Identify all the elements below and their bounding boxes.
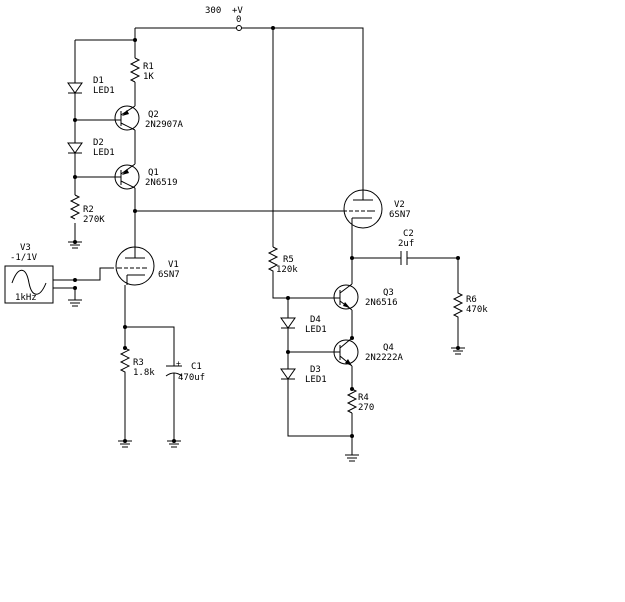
r1-ref: R1	[143, 62, 154, 72]
r1-value: 1K	[143, 72, 154, 82]
v2-ref: V2	[394, 200, 405, 210]
resistor-r2: R2 270K	[69, 194, 105, 225]
wires	[53, 27, 459, 455]
led-d4: D4 LED1	[280, 315, 327, 335]
resistor-r1: R1 1K	[129, 57, 154, 83]
c1-ref: C1	[191, 362, 202, 372]
d3-value: LED1	[305, 375, 327, 385]
ground-symbols	[68, 241, 465, 462]
source-v3: V3 -1/1V 1kHz	[4, 243, 54, 304]
d1-ref: D1	[93, 76, 104, 86]
transistor-q2: Q2 2N2907A	[114, 105, 184, 131]
d4-value: LED1	[305, 325, 327, 335]
d1-value: LED1	[93, 86, 115, 96]
transistor-q4: Q4 2N2222A	[330, 337, 404, 367]
d2-ref: D2	[93, 138, 104, 148]
q1-value: 2N6519	[145, 178, 178, 188]
transistor-q3: Q3 2N6516	[333, 283, 398, 311]
q2-ref: Q2	[148, 110, 159, 120]
q3-ref: Q3	[383, 288, 394, 298]
tube-v1: V1 6SN7	[115, 246, 180, 286]
c1-value: 470uf	[178, 373, 205, 383]
q4-ref: Q4	[383, 343, 394, 353]
supply-value: 300	[205, 6, 221, 16]
r4-value: 270	[358, 403, 374, 413]
r6-ref: R6	[466, 295, 477, 305]
v1-value: 6SN7	[158, 270, 180, 280]
v1-ref: V1	[168, 260, 179, 270]
c2-ref: C2	[403, 229, 414, 239]
r2-value: 270K	[83, 215, 105, 225]
led-d2: D2 LED1	[67, 138, 115, 158]
v2-value: 6SN7	[389, 210, 411, 220]
supply-node: 0	[236, 15, 241, 25]
v3-ref: V3	[20, 243, 31, 253]
q3-value: 2N6516	[365, 298, 398, 308]
v3-frequency: 1kHz	[15, 293, 37, 303]
transistor-q1: Q1 2N6519	[114, 163, 178, 190]
d4-ref: D4	[310, 315, 321, 325]
d3-ref: D3	[310, 365, 321, 375]
c1-polarity: +	[176, 359, 181, 368]
v3-value: -1/1V	[10, 253, 38, 263]
resistor-r6: R6 470k	[452, 288, 488, 323]
d2-value: LED1	[93, 148, 115, 158]
led-d1: D1 LED1	[67, 76, 115, 97]
capacitor-c2: C2 2uf	[398, 229, 414, 265]
junction-dots	[73, 26, 460, 443]
resistor-r3: R3 1.8k	[119, 347, 155, 378]
q4-value: 2N2222A	[365, 353, 404, 363]
capacitor-c1: + C1 470uf	[165, 359, 205, 388]
tube-v2: V2 6SN7	[342, 189, 411, 230]
supply-300v: 300 +V 0	[205, 6, 243, 31]
c2-value: 2uf	[398, 239, 414, 249]
resistor-r4: R4 270	[346, 388, 374, 414]
led-d3: D3 LED1	[280, 365, 327, 385]
q1-ref: Q1	[148, 168, 159, 178]
r3-ref: R3	[133, 358, 144, 368]
r5-value: 120k	[276, 265, 298, 275]
r5-ref: R5	[283, 255, 294, 265]
r3-value: 1.8k	[133, 368, 155, 378]
resistor-r5: R5 120k	[267, 246, 298, 276]
q2-value: 2N2907A	[145, 120, 184, 130]
r2-ref: R2	[83, 205, 94, 215]
supply-symbol: +V	[232, 6, 243, 16]
r4-ref: R4	[358, 393, 369, 403]
r6-value: 470k	[466, 305, 488, 315]
